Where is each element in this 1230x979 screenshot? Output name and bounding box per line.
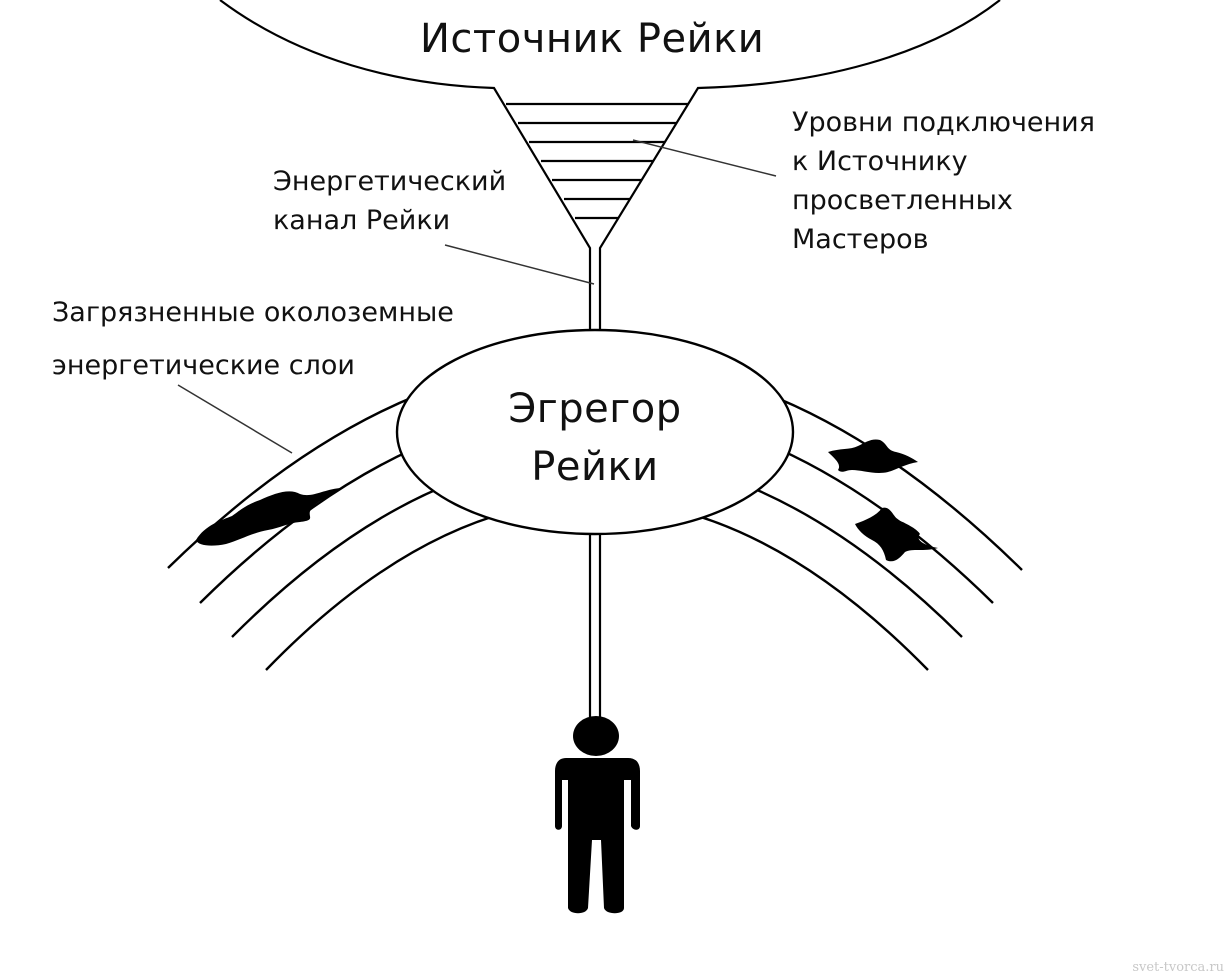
levels-line-2: к Источнику [792,146,968,177]
levels-line-1: Уровни подключения [792,107,1095,138]
channel-lower [588,534,602,720]
levels-line-4: Мастеров [792,224,929,255]
connection-levels [506,102,688,220]
person-head [573,716,619,756]
egregor-title: Эгрегор Рейки [495,380,695,496]
levels-label: Уровни подключения к Источнику просветле… [792,103,1095,259]
layers-line-2: энергетические слои [52,350,355,381]
levels-pointer [632,139,777,177]
levels-line-3: просветленных [792,185,1013,216]
source-bowl [219,0,1001,332]
egregor-line-2: Рейки [531,444,659,490]
watermark: svet-tvorca.ru [1132,960,1224,975]
layers-pointer [177,384,293,454]
channel-line-2: канал Рейки [273,205,451,236]
channel-label: Энергетический канал Рейки [273,162,506,240]
source-title: Источник Рейки [420,16,765,62]
pointer-lines [177,139,777,454]
pollution-blot-right-1 [828,439,918,473]
channel-line-1: Энергетический [273,166,507,197]
layers-label: Загрязненные околоземные энергетические … [52,286,454,392]
layers-line-1: Загрязненные околоземные [52,297,454,328]
person-figure [555,716,640,914]
channel-pointer [444,244,595,285]
person-body [555,758,640,914]
pollution-blot-left [196,488,340,546]
pollution-blot-right-2 [855,507,938,562]
egregor-line-1: Эгрегор [508,386,682,432]
egregor-ellipse [395,328,795,536]
